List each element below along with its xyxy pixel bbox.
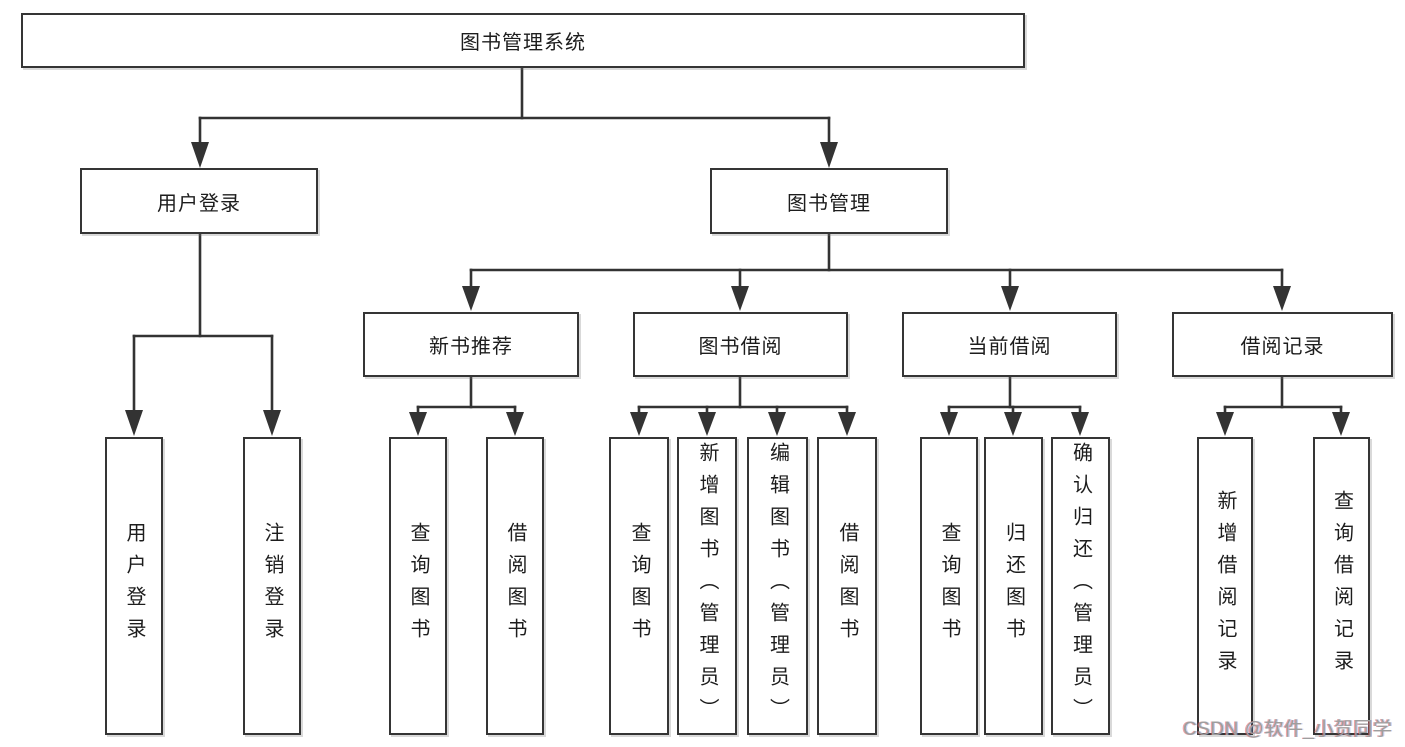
csdn-watermark: CSDN @软件_小贺同学 — [1183, 719, 1393, 740]
leaf-query-borrow-record: 查询借阅记录 — [1313, 437, 1370, 735]
leaf-add-books-admin: 新增图书（管理员） — [677, 437, 737, 735]
node-new-book-recommendation: 新书推荐 — [363, 312, 579, 377]
node-user-login: 用户登录 — [80, 168, 318, 234]
leaf-query-books-current: 查询图书 — [920, 437, 978, 735]
leaf-borrow-books: 借阅图书 — [817, 437, 877, 735]
leaf-confirm-return-admin: 确认归还（管理员） — [1051, 437, 1110, 735]
node-current-borrowing: 当前借阅 — [902, 312, 1117, 377]
leaf-return-books: 归还图书 — [984, 437, 1043, 735]
leaf-user-login: 用户登录 — [105, 437, 163, 735]
node-borrowing-records: 借阅记录 — [1172, 312, 1393, 377]
leaf-query-books-borrow: 查询图书 — [609, 437, 669, 735]
node-book-borrowing: 图书借阅 — [633, 312, 848, 377]
leaf-add-borrow-record: 新增借阅记录 — [1197, 437, 1253, 735]
leaf-borrow-books-recommend: 借阅图书 — [486, 437, 544, 735]
leaf-logout: 注销登录 — [243, 437, 301, 735]
leaf-query-books-recommend: 查询图书 — [389, 437, 447, 735]
node-book-management: 图书管理 — [710, 168, 948, 234]
node-library-management-system: 图书管理系统 — [21, 13, 1025, 68]
leaf-edit-books-admin: 编辑图书（管理员） — [747, 437, 808, 735]
